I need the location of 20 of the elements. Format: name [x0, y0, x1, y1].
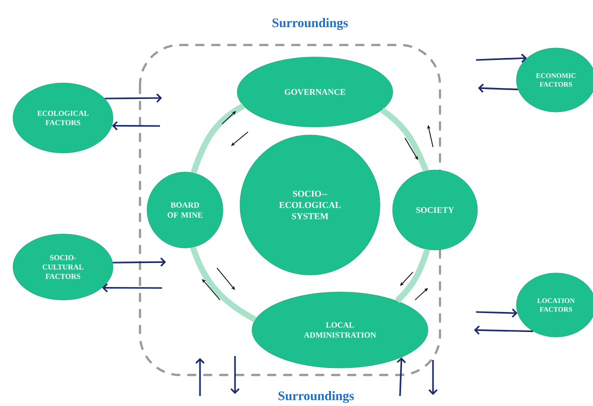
ring-connector [380, 108, 429, 172]
ring-connector [190, 246, 257, 322]
ring-connector [190, 103, 245, 174]
arrow [112, 121, 160, 130]
circle-node: BOARD OF MINE [146, 172, 224, 248]
circle-node: SOCIO-- ECOLOGICAL SYSTEM [240, 134, 380, 276]
surroundings-label: Surroundings [278, 391, 354, 403]
arrow [112, 257, 166, 267]
arrow [102, 283, 162, 292]
arrow [104, 93, 162, 103]
ellipse-node: GOVERNANCE [237, 56, 393, 128]
arrow [476, 308, 518, 318]
arrow [396, 357, 406, 396]
ellipse-node: SOCIETY [392, 170, 478, 250]
arrow [476, 54, 527, 63]
surroundings-label: Surroundings [272, 18, 348, 30]
ring-connector [395, 248, 430, 304]
arrow [478, 84, 518, 93]
ellipse-node: LOCAL ADMINISTRATION [252, 292, 428, 368]
arrow [474, 326, 534, 335]
